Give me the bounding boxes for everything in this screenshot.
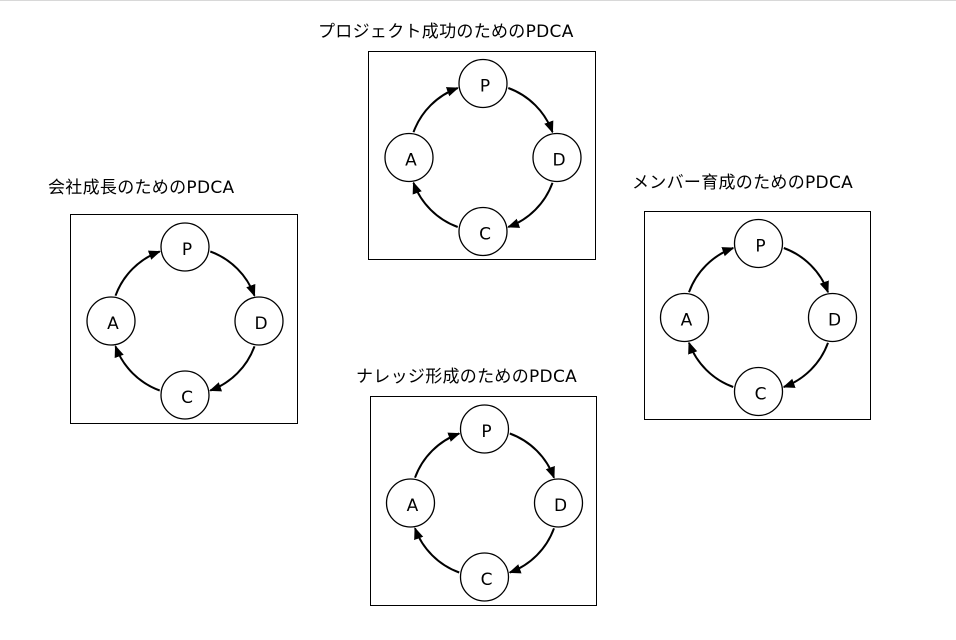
- node-label-top: P: [481, 422, 491, 442]
- pdca-diagram-company: P D C A: [70, 214, 298, 424]
- pdca-cycle-svg: P D C A: [659, 218, 858, 417]
- node-label-top: P: [480, 77, 490, 97]
- diagram-title-knowledge: ナレッジ形成のためのPDCA: [356, 367, 578, 387]
- node-label-right: D: [828, 311, 841, 331]
- node-label-left: A: [681, 311, 693, 331]
- node-circle-bottom: [459, 552, 510, 602]
- node-label-top: P: [182, 240, 192, 260]
- node-label-bottom: C: [479, 225, 491, 245]
- cycle-arrow: [414, 527, 460, 574]
- node-circle-left: [384, 132, 434, 183]
- node-label-left: A: [405, 151, 417, 171]
- cycle-arrow: [209, 250, 256, 297]
- cycle-arrow: [783, 247, 829, 294]
- node-label-right: D: [254, 314, 267, 334]
- cycle-arrow: [688, 341, 734, 388]
- cycle-arrow: [507, 182, 554, 228]
- node-label-bottom: C: [181, 388, 193, 408]
- node-circle-right: [532, 132, 582, 183]
- node-circle-top: [160, 222, 210, 272]
- top-divider: [0, 0, 956, 1]
- node-circle-bottom: [160, 370, 210, 420]
- node-circle-left: [385, 478, 436, 528]
- pdca-cycle-svg: P D C A: [86, 222, 284, 420]
- node-circle-top: [733, 218, 784, 269]
- cycle-arrow: [412, 181, 459, 228]
- pdca-diagram-knowledge: P D C A: [370, 396, 597, 606]
- cycle-arrow: [782, 342, 829, 388]
- cycle-arrow: [114, 250, 161, 297]
- cycle-arrow: [507, 87, 554, 134]
- node-label-top: P: [755, 237, 765, 257]
- node-label-bottom: C: [755, 385, 767, 405]
- node-circle-top: [458, 58, 508, 109]
- pdca-cycle-svg: P D C A: [385, 404, 584, 602]
- node-circle-right: [533, 478, 584, 528]
- pdca-diagram-project: P D C A: [368, 51, 596, 260]
- node-circle-right: [234, 296, 284, 346]
- node-circle-bottom: [733, 366, 784, 417]
- node-label-right: D: [554, 496, 567, 516]
- cycle-arrow: [209, 345, 256, 392]
- diagram-title-member: メンバー育成のためのPDCA: [632, 173, 854, 193]
- cycle-arrow: [114, 345, 161, 392]
- cycle-arrow: [508, 527, 555, 574]
- pdca-cycle-svg: P D C A: [384, 58, 582, 257]
- node-label-left: A: [407, 496, 419, 516]
- node-label-left: A: [107, 314, 119, 334]
- node-label-bottom: C: [481, 570, 493, 590]
- node-circle-bottom: [458, 206, 508, 257]
- diagram-title-company: 会社成長のためのPDCA: [48, 178, 235, 198]
- node-label-right: D: [552, 151, 565, 171]
- cycle-arrow: [414, 432, 461, 479]
- diagram-title-project: プロジェクト成功のためのPDCA: [318, 22, 574, 42]
- cycle-arrow: [412, 87, 459, 133]
- node-circle-left: [659, 292, 710, 343]
- node-circle-right: [807, 292, 858, 343]
- node-circle-top: [459, 404, 510, 454]
- cycle-arrow: [688, 247, 735, 293]
- node-circle-left: [86, 296, 136, 346]
- pdca-diagram-member: P D C A: [644, 211, 871, 420]
- cycle-arrow: [509, 432, 555, 479]
